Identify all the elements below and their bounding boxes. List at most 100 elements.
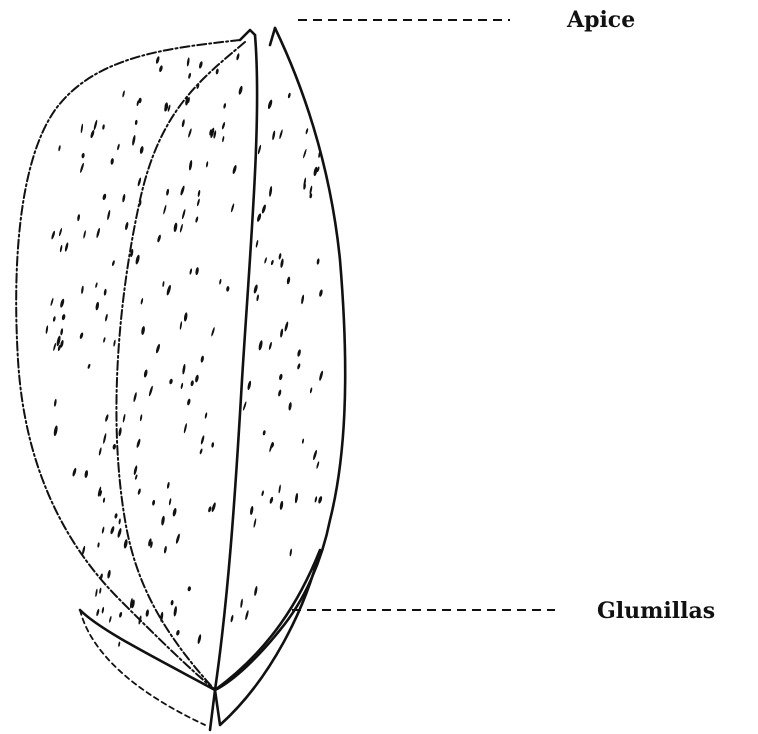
stipple-dot bbox=[103, 498, 106, 503]
stipple-dot bbox=[124, 222, 129, 231]
stipple-dot bbox=[139, 146, 144, 154]
stipple-dot bbox=[303, 183, 307, 190]
stipple-dot bbox=[255, 240, 259, 248]
stipple-dot bbox=[118, 518, 121, 524]
stipple-dot bbox=[190, 380, 194, 386]
stipple-dot bbox=[148, 385, 154, 396]
stipple-dot bbox=[145, 609, 149, 617]
stipple-dot bbox=[119, 612, 123, 618]
stipple-dot bbox=[269, 186, 273, 197]
stipple-dot bbox=[96, 228, 101, 239]
stipple-dot bbox=[77, 214, 81, 221]
stipple-dot bbox=[197, 634, 202, 644]
apex-tip-right bbox=[270, 28, 275, 45]
stipple-dot bbox=[123, 539, 128, 549]
stipple-dot bbox=[302, 438, 305, 443]
stipple-dot bbox=[257, 144, 261, 154]
stipple-dot bbox=[110, 158, 114, 165]
stipple-dot bbox=[280, 328, 284, 337]
glumes-label: Glumillas bbox=[597, 598, 715, 624]
stipple-dot bbox=[122, 414, 126, 423]
stipple-dot bbox=[268, 342, 272, 351]
stipple-dot bbox=[226, 286, 230, 292]
stipple-dot bbox=[135, 254, 141, 264]
stipple-dot bbox=[284, 321, 289, 332]
stipple-dot bbox=[187, 128, 192, 138]
stipple-dot bbox=[211, 502, 217, 512]
stipple-dot bbox=[180, 383, 183, 390]
stipple-dot bbox=[140, 298, 143, 305]
stipple-dot bbox=[238, 85, 243, 95]
stipple-dot bbox=[141, 326, 146, 335]
stipple-dot bbox=[287, 92, 291, 98]
stipple-dot bbox=[211, 327, 216, 337]
stipple-dot bbox=[168, 498, 171, 506]
stipple-dot bbox=[104, 414, 109, 422]
stipple-dot bbox=[53, 343, 57, 352]
stipple-dot bbox=[280, 258, 284, 268]
stipple-dot bbox=[50, 298, 54, 307]
stipple-dot bbox=[289, 548, 292, 556]
stipple-dot bbox=[96, 609, 100, 617]
stipple-dot bbox=[90, 130, 95, 139]
stipple-dot bbox=[59, 298, 65, 308]
stipple-dot bbox=[98, 447, 102, 456]
stipple-dot bbox=[83, 230, 87, 239]
stipple-dot bbox=[302, 149, 307, 159]
stipple-dot bbox=[87, 364, 91, 370]
stipple-dot bbox=[64, 242, 69, 252]
stipple-dot bbox=[247, 380, 252, 390]
stipple-dot bbox=[200, 355, 204, 363]
stipple-dot bbox=[166, 482, 170, 489]
stipple-dot bbox=[249, 506, 253, 516]
stipple-dot bbox=[118, 427, 122, 436]
stipple-dot bbox=[81, 285, 84, 294]
stipple-dot bbox=[316, 258, 320, 265]
stipple-dot bbox=[277, 389, 281, 397]
stipple-dot bbox=[102, 124, 105, 130]
stipple-dot bbox=[272, 130, 276, 140]
stipple-dot bbox=[163, 546, 167, 554]
stipple-dot bbox=[140, 414, 143, 421]
stipple-dot bbox=[54, 399, 58, 407]
stipple-dot bbox=[60, 328, 64, 336]
stipple-dot bbox=[189, 268, 192, 275]
stipple-dot bbox=[261, 490, 264, 496]
stipple-dot bbox=[269, 496, 274, 504]
stipple-dot bbox=[51, 230, 56, 239]
stipple-dot bbox=[318, 370, 323, 381]
stipple-dot bbox=[181, 119, 185, 127]
stipple-dot bbox=[173, 222, 178, 232]
stipple-dot bbox=[219, 279, 222, 285]
stipple-dot bbox=[183, 423, 187, 434]
stipple-dot bbox=[102, 433, 107, 444]
stipple-dot bbox=[101, 526, 104, 533]
stipple-dot bbox=[113, 339, 116, 346]
stipple-dot bbox=[180, 185, 186, 196]
stipple-dot bbox=[134, 474, 137, 480]
stipple-dot bbox=[162, 281, 165, 287]
stipple-dot bbox=[197, 190, 200, 198]
stipple-dot bbox=[135, 120, 138, 125]
stipple-dot bbox=[110, 526, 115, 535]
stipple-dot bbox=[101, 607, 104, 614]
stipple-dot bbox=[288, 402, 292, 411]
stipple-dot bbox=[161, 515, 166, 525]
stipple-dot bbox=[318, 496, 323, 504]
stipple-dot bbox=[195, 267, 199, 275]
stipple-dot bbox=[53, 425, 58, 436]
stipple-dot bbox=[188, 160, 192, 171]
stipple-dot bbox=[253, 518, 257, 528]
stipple-dot bbox=[309, 387, 312, 393]
stipple-dot bbox=[109, 616, 112, 623]
stipple-dot bbox=[138, 615, 142, 624]
stipple-dot bbox=[208, 506, 213, 513]
stipple-dot bbox=[93, 119, 98, 130]
stipple-dot bbox=[279, 373, 284, 380]
surface-texture bbox=[45, 53, 324, 647]
stipple-dot bbox=[195, 374, 200, 382]
stipple-dot bbox=[297, 363, 301, 370]
stipple-dot bbox=[133, 465, 138, 475]
stipple-dot bbox=[182, 364, 186, 375]
